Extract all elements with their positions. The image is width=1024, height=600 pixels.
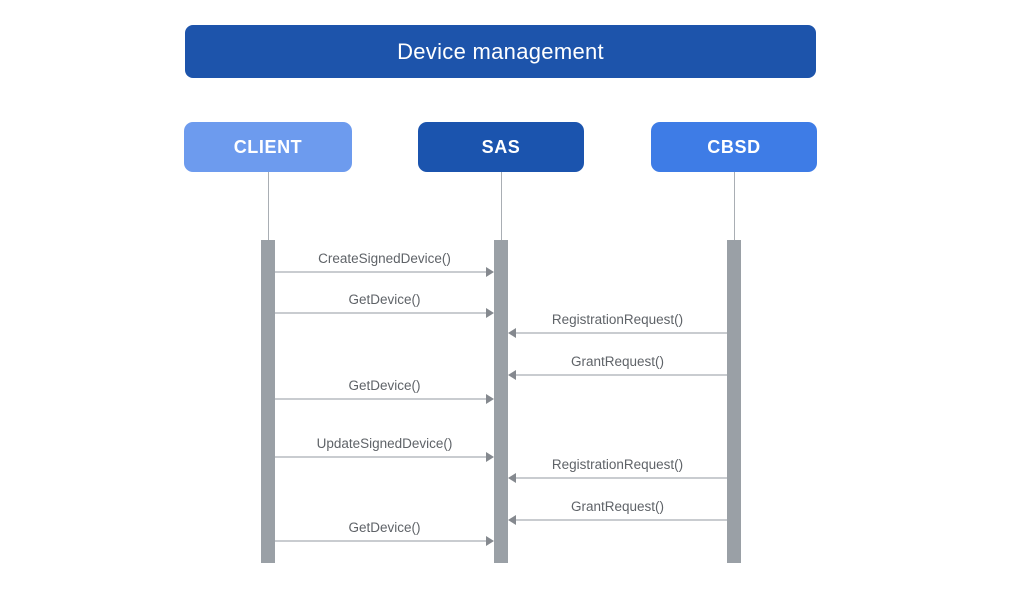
activation-bar-client [261, 240, 275, 563]
message-label-3: GrantRequest() [570, 354, 665, 369]
actor-box-sas: SAS [418, 122, 584, 172]
message-label-5: UpdateSignedDevice() [316, 436, 453, 451]
arrowhead-right-0 [486, 267, 494, 277]
arrowhead-right-1 [486, 308, 494, 318]
message-label-7: GrantRequest() [570, 499, 665, 514]
message-line-1 [275, 312, 486, 314]
message-line-8 [275, 540, 486, 542]
activation-bar-sas [494, 240, 508, 563]
message-line-4 [275, 398, 486, 400]
activation-bar-cbsd [727, 240, 741, 563]
message-line-6 [516, 477, 727, 479]
actor-box-cbsd: CBSD [651, 122, 817, 172]
arrowhead-right-8 [486, 536, 494, 546]
message-label-8: GetDevice() [348, 520, 421, 535]
lifeline-client [268, 172, 269, 240]
lifeline-sas [501, 172, 502, 240]
message-line-5 [275, 456, 486, 458]
message-label-4: GetDevice() [348, 378, 421, 393]
arrowhead-left-7 [508, 515, 516, 525]
arrowhead-left-3 [508, 370, 516, 380]
arrowhead-left-2 [508, 328, 516, 338]
diagram-title: Device management [185, 25, 816, 78]
arrowhead-right-4 [486, 394, 494, 404]
lifeline-cbsd [734, 172, 735, 240]
arrowhead-left-6 [508, 473, 516, 483]
arrowhead-right-5 [486, 452, 494, 462]
actor-box-client: CLIENT [184, 122, 352, 172]
message-line-3 [516, 374, 727, 376]
message-label-2: RegistrationRequest() [551, 312, 684, 327]
message-label-1: GetDevice() [348, 292, 421, 307]
message-label-6: RegistrationRequest() [551, 457, 684, 472]
message-line-2 [516, 332, 727, 334]
message-line-0 [275, 271, 486, 273]
message-line-7 [516, 519, 727, 521]
message-label-0: CreateSignedDevice() [318, 251, 451, 266]
